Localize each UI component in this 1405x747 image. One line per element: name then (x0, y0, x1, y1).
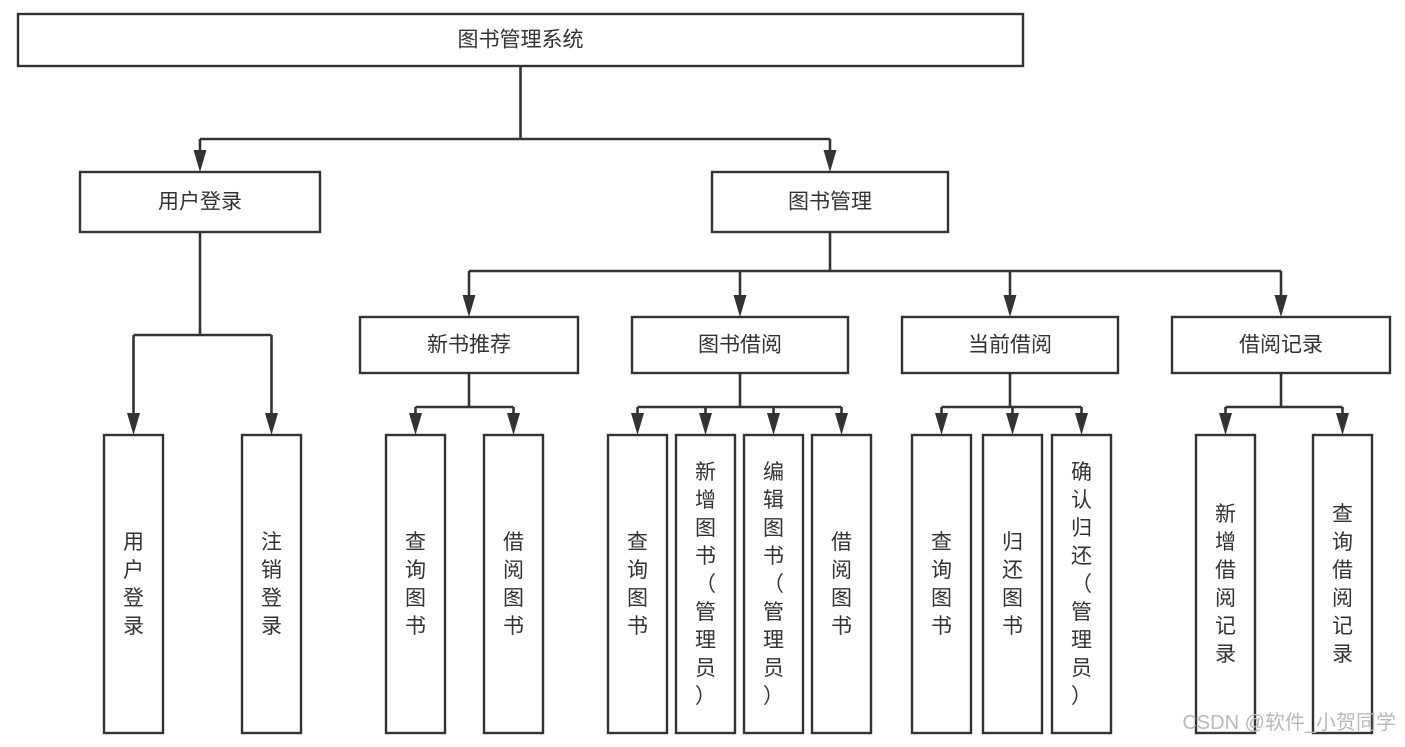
node-leaf-bo-edit[interactable]: 编辑图书（管理员） (742, 433, 805, 735)
node-box-login[interactable] (78, 170, 322, 234)
connector-group (409, 373, 520, 435)
node-label-leaf-user-logout: 注销登录 (261, 531, 282, 638)
arrow-head-icon (823, 150, 837, 172)
node-leaf-user-logout[interactable]: 注销登录 (240, 433, 303, 735)
node-leaf-bo-query[interactable]: 查询图书 (606, 433, 669, 735)
connector-group (462, 232, 1288, 317)
arrow-head-icon (1336, 413, 1349, 435)
arrow-head-icon (265, 413, 278, 435)
node-label-current: 当前借阅 (968, 334, 1052, 357)
node-label-login: 用户登录 (158, 191, 242, 214)
node-leaf-user-login[interactable]: 用户登录 (102, 433, 165, 735)
node-leaf-bo-add[interactable]: 新增图书（管理员） (674, 433, 737, 735)
node-label-bookmgr: 图书管理 (788, 191, 872, 214)
node-box-records[interactable] (1170, 315, 1392, 375)
node-label-leaf-bo-borrow: 借阅图书 (831, 531, 852, 638)
node-label-borrow: 图书借阅 (698, 334, 782, 357)
connector-group (127, 232, 278, 435)
node-label-records: 借阅记录 (1239, 334, 1323, 357)
arrow-head-icon (1006, 413, 1019, 435)
node-records[interactable]: 借阅记录 (1170, 315, 1392, 375)
arrow-head-icon (1003, 295, 1017, 317)
connector-group (935, 373, 1088, 435)
node-box-leaf-bo-borrow[interactable] (810, 433, 873, 735)
node-leaf-rc-query[interactable]: 查询借阅记录 (1311, 433, 1374, 735)
arrow-head-icon (631, 413, 644, 435)
node-root[interactable]: 图书管理系统 (16, 12, 1025, 68)
arrow-head-icon (935, 413, 948, 435)
node-leaf-nb-query[interactable]: 查询图书 (384, 433, 447, 735)
node-label-newbook: 新书推荐 (427, 334, 511, 357)
node-label-leaf-nb-query: 查询图书 (405, 531, 426, 638)
connector-group (1219, 373, 1349, 435)
node-box-leaf-cu-return[interactable] (981, 433, 1044, 735)
arrow-head-icon (835, 413, 848, 435)
node-leaf-cu-confirm[interactable]: 确认归还（管理员） (1050, 433, 1113, 735)
node-box-bookmgr[interactable] (710, 170, 950, 234)
node-box-leaf-user-logout[interactable] (240, 433, 303, 735)
node-box-leaf-bo-edit[interactable] (742, 433, 805, 735)
node-label-root: 图书管理系统 (458, 29, 584, 52)
node-label-leaf-nb-borrow: 借阅图书 (503, 531, 524, 638)
node-label-leaf-cu-return: 归还图书 (1002, 531, 1023, 638)
node-box-leaf-nb-query[interactable] (384, 433, 447, 735)
arrow-head-icon (1219, 413, 1232, 435)
arrow-head-icon (733, 295, 747, 317)
node-leaf-cu-query[interactable]: 查询图书 (910, 433, 973, 735)
node-box-leaf-rc-add[interactable] (1194, 433, 1257, 735)
node-leaf-rc-add[interactable]: 新增借阅记录 (1194, 433, 1257, 735)
node-label-leaf-cu-confirm: 确认归还（管理员） (1071, 461, 1092, 708)
node-current[interactable]: 当前借阅 (900, 315, 1120, 375)
node-bookmgr[interactable]: 图书管理 (710, 170, 950, 234)
arrow-head-icon (409, 413, 422, 435)
arrow-head-icon (699, 413, 712, 435)
node-label-leaf-user-login: 用户登录 (123, 531, 144, 638)
connector-group (193, 66, 837, 172)
node-box-leaf-user-login[interactable] (102, 433, 165, 735)
arrow-head-icon (127, 413, 140, 435)
arrow-head-icon (193, 150, 207, 172)
node-leaf-cu-return[interactable]: 归还图书 (981, 433, 1044, 735)
node-label-leaf-rc-query: 查询借阅记录 (1332, 503, 1353, 666)
node-leaf-nb-borrow[interactable]: 借阅图书 (482, 433, 545, 735)
arrow-head-icon (767, 413, 780, 435)
node-box-leaf-bo-query[interactable] (606, 433, 669, 735)
node-label-leaf-cu-query: 查询图书 (931, 531, 952, 638)
node-label-leaf-rc-add: 新增借阅记录 (1215, 503, 1236, 666)
node-box-borrow[interactable] (630, 315, 850, 375)
node-box-root[interactable] (16, 12, 1025, 68)
connector-layer (127, 66, 1349, 435)
node-label-leaf-bo-query: 查询图书 (627, 531, 648, 638)
arrow-head-icon (1274, 295, 1288, 317)
node-login[interactable]: 用户登录 (78, 170, 322, 234)
connector-group (631, 373, 848, 435)
node-leaf-bo-borrow[interactable]: 借阅图书 (810, 433, 873, 735)
arrow-head-icon (507, 413, 520, 435)
node-box-newbook[interactable] (358, 315, 580, 375)
node-box-leaf-cu-query[interactable] (910, 433, 973, 735)
node-borrow[interactable]: 图书借阅 (630, 315, 850, 375)
node-box-leaf-rc-query[interactable] (1311, 433, 1374, 735)
node-label-leaf-bo-edit: 编辑图书（管理员） (763, 461, 784, 708)
node-box-leaf-cu-confirm[interactable] (1050, 433, 1113, 735)
arrow-head-icon (462, 295, 476, 317)
watermark-label: CSDN @软件_小贺同学 (1182, 711, 1396, 734)
node-label-leaf-bo-add: 新增图书（管理员） (695, 461, 716, 708)
node-layer: 图书管理系统用户登录图书管理新书推荐图书借阅当前借阅借阅记录用户登录注销登录查询… (16, 12, 1392, 735)
node-box-current[interactable] (900, 315, 1120, 375)
node-box-leaf-bo-add[interactable] (674, 433, 737, 735)
node-box-leaf-nb-borrow[interactable] (482, 433, 545, 735)
node-newbook[interactable]: 新书推荐 (358, 315, 580, 375)
arrow-head-icon (1075, 413, 1088, 435)
